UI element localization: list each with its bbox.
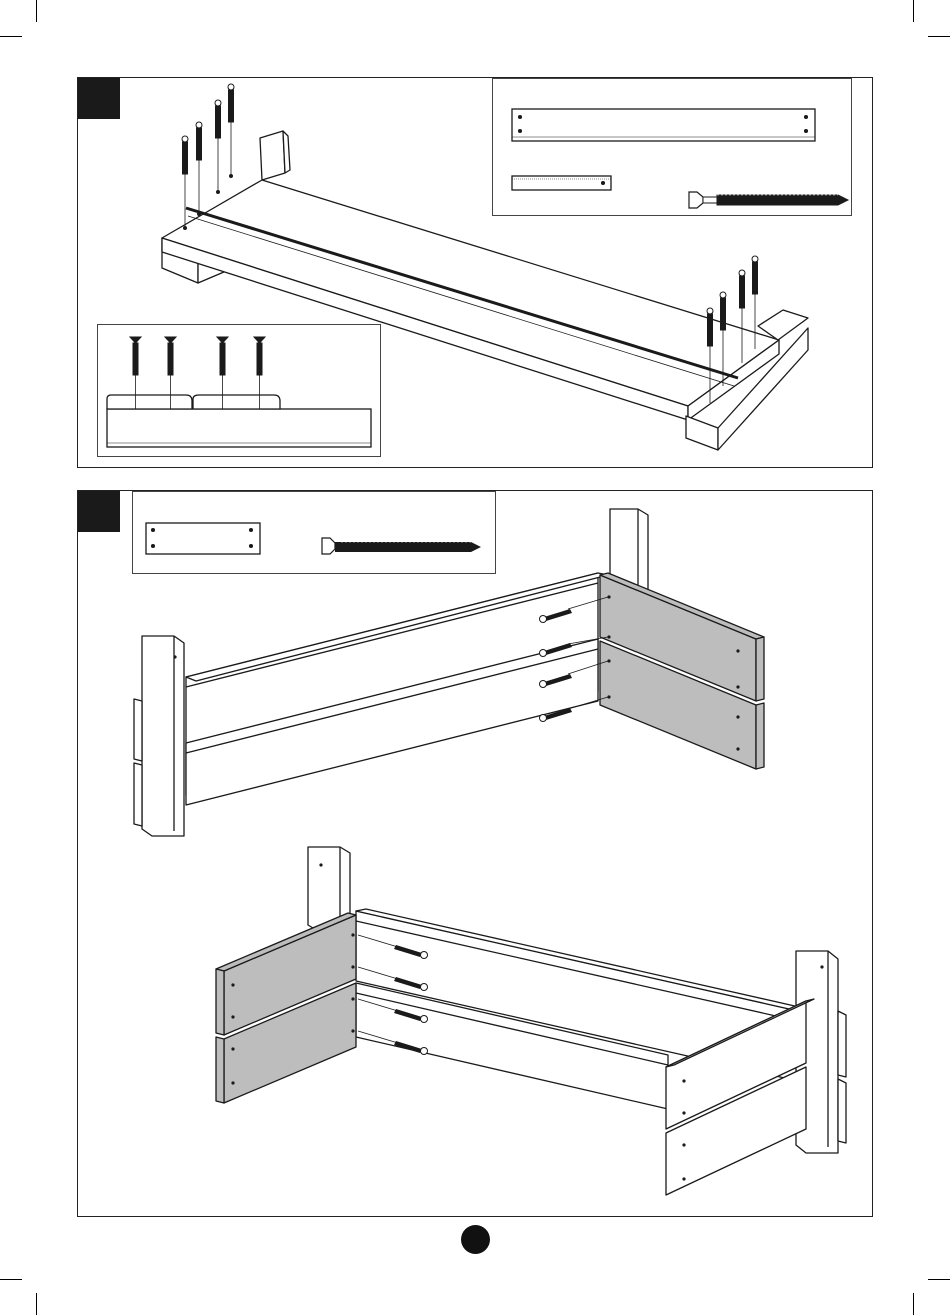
crop-mark [36, 0, 37, 22]
step-2-illustration [78, 491, 874, 1218]
long-slat-part [512, 109, 815, 141]
crop-mark [0, 1279, 22, 1280]
short-slat-part [512, 176, 611, 190]
screw-icon [689, 192, 848, 208]
detail-illustration [98, 325, 382, 458]
parts-inset [492, 78, 852, 216]
crop-mark [36, 1293, 37, 1315]
step-1-panel [77, 77, 873, 468]
crop-mark [928, 1279, 950, 1280]
parts-illustration [493, 79, 853, 217]
crop-mark [0, 36, 22, 37]
crop-mark [928, 36, 950, 37]
page-number [461, 1225, 490, 1254]
detail-inset [97, 324, 381, 457]
crop-mark [913, 1293, 914, 1315]
step-2-panel [77, 490, 873, 1217]
crop-mark [913, 0, 914, 22]
